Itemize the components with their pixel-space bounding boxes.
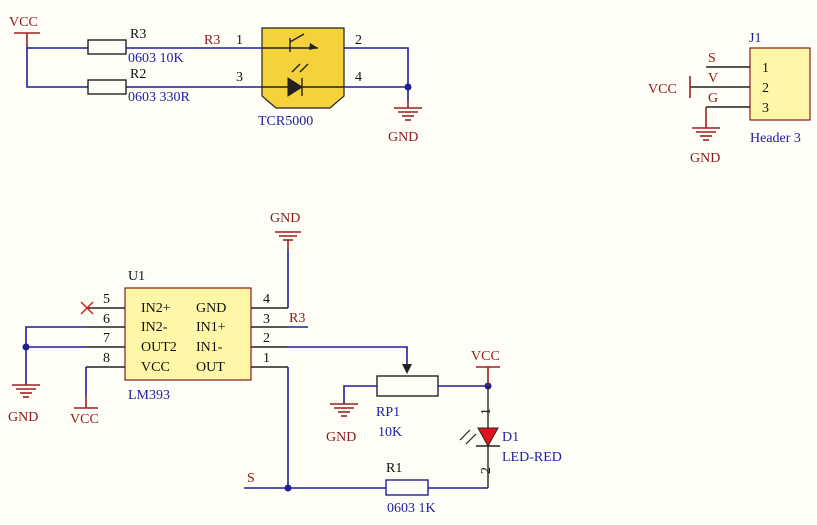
u1-pin-5: 5 [103,292,110,307]
led-d1: D1 LED-RED [459,427,562,465]
d1-value: LED-RED [502,450,562,465]
j1-label-g: G [708,91,718,106]
resistor-r3: R3 0603 10K [87,27,184,66]
d1-pin-1: 1 [479,408,494,415]
j1-pin-1: 1 [762,61,769,76]
r3-net-label-u1: R3 [289,311,305,326]
tcr-pin-2: 2 [355,33,362,48]
u1-pin-7: 7 [103,331,110,346]
tcr-pin-3: 3 [236,70,243,85]
gnd-label-tcr: GND [388,130,418,145]
rp1-ref: RP1 [376,405,400,420]
vcc-label-led: VCC [471,349,500,364]
vcc-symbol-top-left: VCC [9,15,40,46]
u1-pin-4: 4 [263,292,270,307]
j1-label-v: V [708,71,718,86]
rp1-value: 10K [378,425,402,440]
j1-pin-2: 2 [762,81,769,96]
gnd-label-u1-top: GND [270,211,300,226]
gnd-label-j1: GND [690,151,720,166]
vcc-symbol-led: VCC [471,349,500,386]
u1-label-out2: OUT2 [141,340,177,355]
j1-label-s: S [708,51,716,66]
tcr5000-sensor: 1 3 2 4 TCR5000 [236,27,362,129]
u1-ref: U1 [128,269,145,284]
resistor-r1: R1 0603 1K [385,461,436,516]
u1-pin-8: 8 [103,351,110,366]
j1-pin-3: 3 [762,101,769,116]
r2-value: 0603 330R [128,90,191,105]
potentiometer-rp1: RP1 10K [376,375,439,440]
j1-ref: J1 [749,31,761,46]
u1-name: LM393 [128,388,170,403]
lm393-u1: U1 LM393 5 6 7 8 IN2+ IN2- OUT2 VCC 4 3 … [86,269,288,403]
tcr-pin-1: 1 [236,33,243,48]
u1-pin-3: 3 [263,312,270,327]
u1-label-vcc: VCC [141,360,170,375]
gnd-label-rp1: GND [326,430,356,445]
s-net-label: S [247,471,255,486]
u1-pin-6: 6 [103,312,110,327]
vcc-symbol-j1: VCC [648,76,691,98]
tcr-pin-4: 4 [355,70,362,85]
u1-label-in2p: IN2+ [141,301,171,316]
resistor-r2: R2 0603 330R [87,67,191,105]
gnd-symbol-u1-top: GND [270,211,301,250]
d1-ref: D1 [502,430,519,445]
u1-pin-2: 2 [263,331,270,346]
u1-label-out: OUT [196,360,225,375]
gnd-label-u1-left: GND [8,410,38,425]
u1-pin-1: 1 [263,351,270,366]
j1-name: Header 3 [750,131,801,146]
vcc-label-top-left: VCC [9,15,38,30]
gnd-symbol-rp1: GND [326,403,358,445]
r3-ref: R3 [130,27,146,42]
gnd-symbol-j1: GND [690,107,720,166]
vcc-label-u1: VCC [70,412,99,427]
u1-label-in1p: IN1+ [196,320,226,335]
r1-ref: R1 [386,461,402,476]
vcc-symbol-u1: VCC [70,395,99,427]
u1-label-in2m: IN2- [141,320,168,335]
no-connect-marker [80,301,94,315]
header-j1: J1 1 2 3 S V G Header 3 [690,31,811,146]
r2-ref: R2 [130,67,146,82]
gnd-symbol-u1-left: GND [8,384,40,425]
u1-label-in1m: IN1- [196,340,223,355]
gnd-symbol-tcr: GND [388,100,422,145]
tcr5000-label: TCR5000 [258,114,313,129]
r1-value: 0603 1K [387,501,436,516]
r3-value: 0603 10K [128,51,184,66]
r3-net-label: R3 [204,33,220,48]
vcc-rail-top-left [26,46,88,88]
d1-pin-2: 2 [479,467,494,474]
u1-label-gnd: GND [196,301,226,316]
vcc-label-j1: VCC [648,82,677,97]
